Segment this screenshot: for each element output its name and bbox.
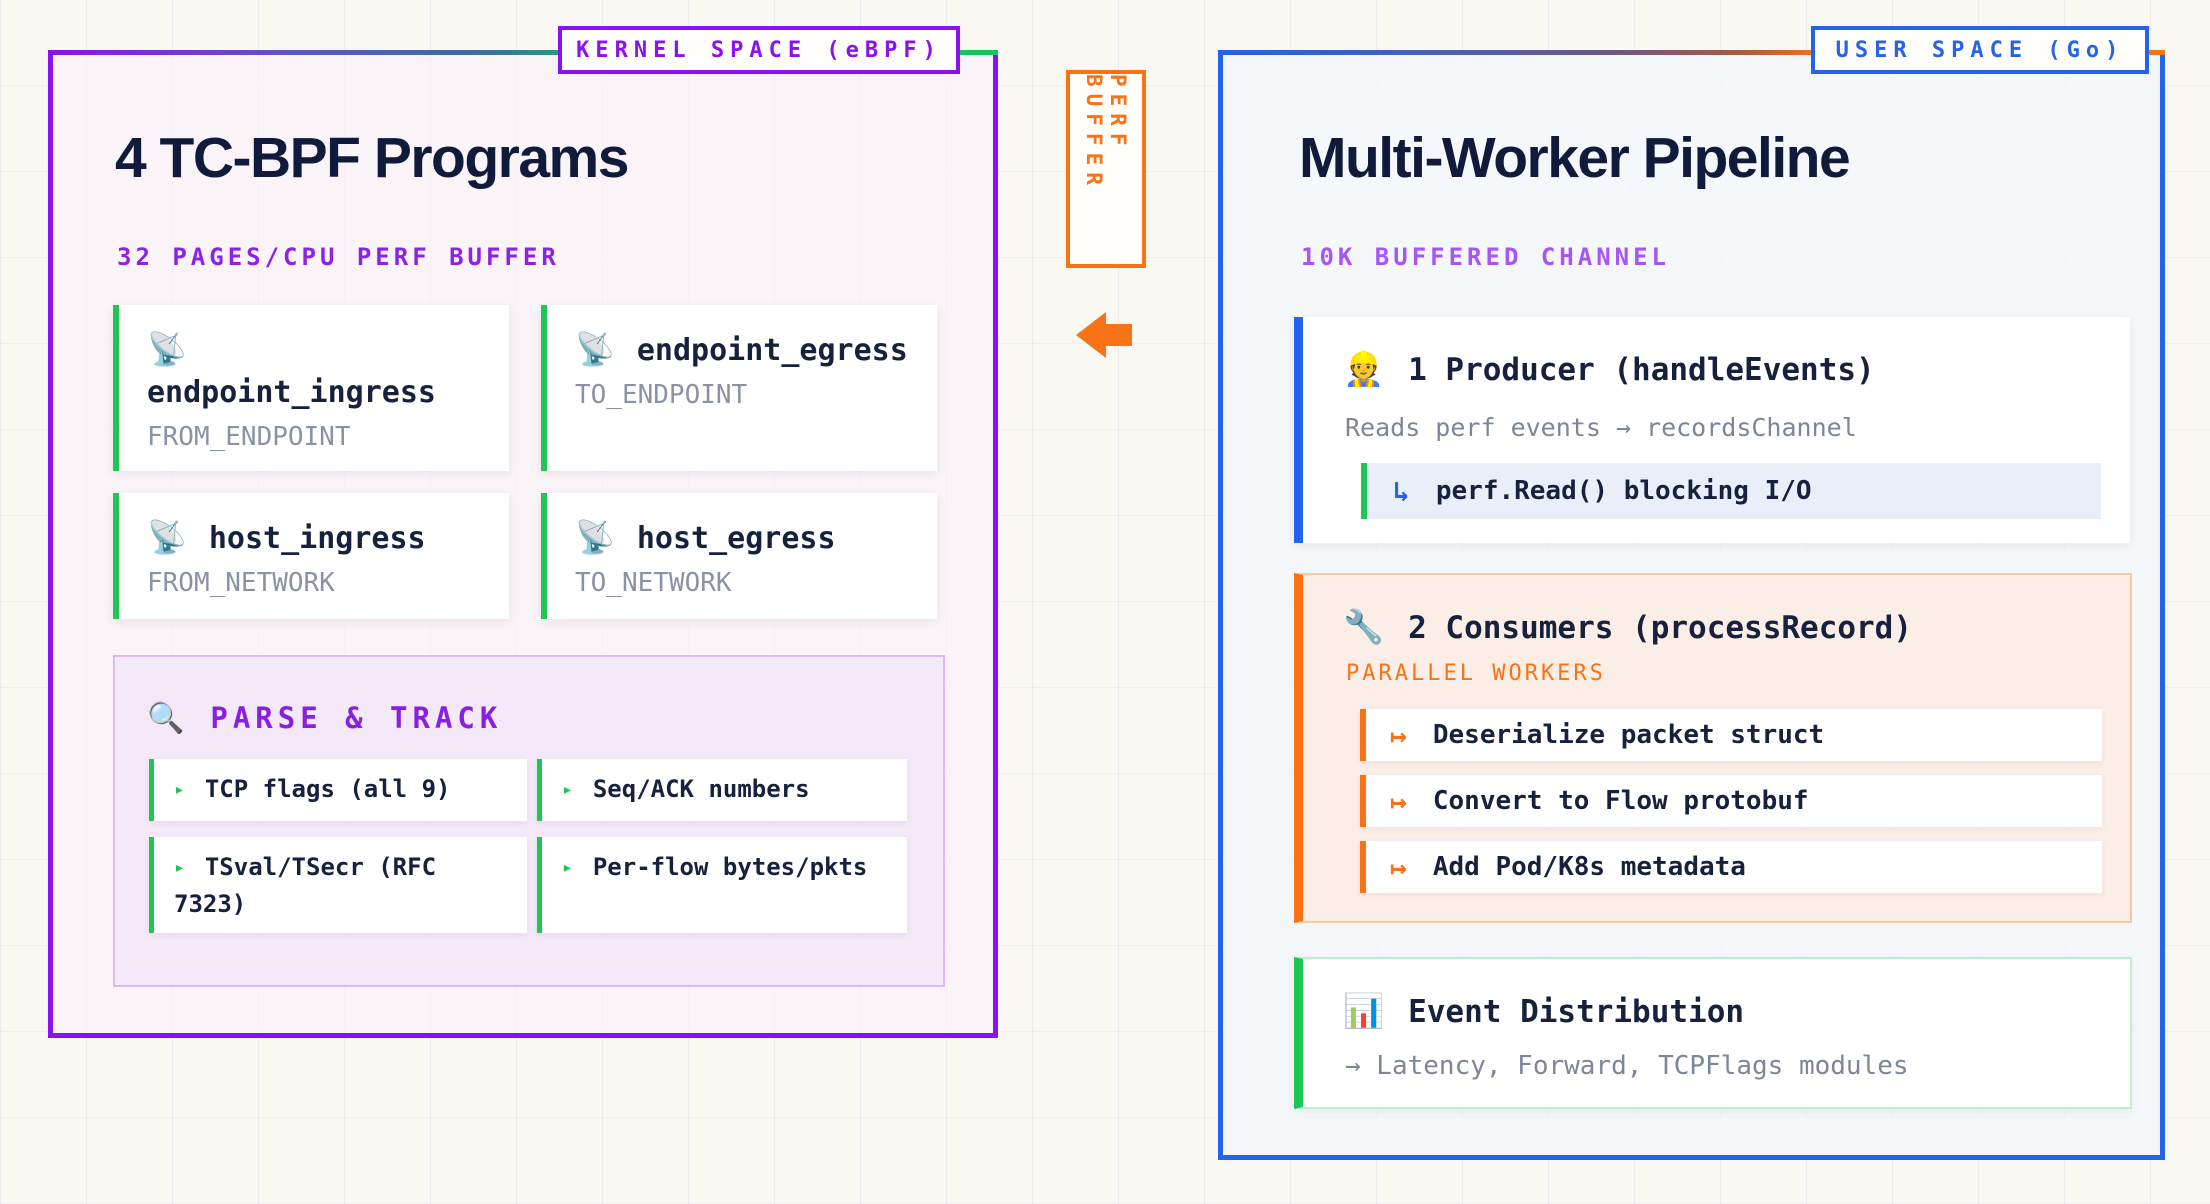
consumer-step-text: Deserialize packet struct: [1432, 720, 1825, 750]
parse-item-label: Per-flow bytes/pkts: [592, 853, 868, 881]
parse-item-tcp-flags: ▸ TCP flags (all 9): [149, 759, 527, 821]
parse-item-label: TCP flags (all 9): [204, 775, 451, 803]
user-subtitle: 10K BUFFERED CHANNEL: [1301, 243, 1670, 271]
program-title: 📡 host_egress: [575, 515, 913, 560]
event-distribution-card: 📊 Event Distribution → Latency, Forward, …: [1294, 957, 2132, 1109]
wrench-icon: 🔧: [1343, 607, 1385, 646]
parse-item-label: TSval/TSecr (RFC 7323): [174, 853, 437, 919]
consumer-step-metadata: ↦ Add Pod/K8s metadata: [1360, 841, 2102, 893]
program-card-host-ingress: 📡 host_ingress FROM_NETWORK: [113, 493, 509, 619]
maps-to-arrow-icon: ↦: [1390, 718, 1407, 752]
satellite-antenna-icon: 📡: [575, 330, 615, 368]
kernel-box-top-gradient: [48, 50, 998, 55]
kernel-space-box: KERNEL SPACE (eBPF) 4 TC-BPF Programs 32…: [48, 26, 998, 1038]
triangle-bullet-icon: ▸: [174, 779, 185, 800]
satellite-antenna-icon: 📡: [147, 330, 187, 368]
perf-buffer-label: PERF BUFFER: [1066, 70, 1146, 268]
kernel-title: 4 TC-BPF Programs: [115, 126, 629, 190]
producer-card: 👷 1 Producer (handleEvents) Reads perf ev…: [1294, 317, 2130, 543]
program-title: 📡 host_ingress: [147, 515, 485, 560]
maps-to-arrow-icon: ↦: [1390, 784, 1407, 818]
construction-worker-icon: 👷: [1343, 349, 1385, 388]
program-hook: TO_NETWORK: [575, 568, 732, 598]
consumer-step-text: Convert to Flow protobuf: [1432, 786, 1809, 816]
producer-detail-row: ↳ perf.Read() blocking I/O: [1361, 463, 2101, 519]
triangle-bullet-icon: ▸: [174, 857, 185, 878]
maps-to-arrow-icon: ↦: [1390, 850, 1407, 884]
arrow-tail: [1104, 324, 1132, 346]
consumers-card: 🔧 2 Consumers (processRecord) PARALLEL WO…: [1294, 573, 2132, 923]
arrow-head: [1076, 312, 1106, 358]
program-card-host-egress: 📡 host_egress TO_NETWORK: [541, 493, 937, 619]
user-title: Multi-Worker Pipeline: [1299, 126, 1851, 190]
producer-description: Reads perf events → recordsChannel: [1345, 413, 1857, 442]
kernel-space-badge: KERNEL SPACE (eBPF): [558, 26, 960, 74]
consumer-step-deserialize: ↦ Deserialize packet struct: [1360, 709, 2102, 761]
user-space-badge: USER SPACE (Go): [1811, 26, 2149, 74]
magnifier-icon: 🔍: [147, 701, 185, 736]
program-name: host_ingress: [208, 521, 426, 556]
triangle-bullet-icon: ▸: [562, 857, 573, 878]
user-space-box: USER SPACE (Go) Multi-Worker Pipeline 10…: [1218, 26, 2165, 1160]
producer-title: 1 Producer (handleEvents): [1408, 352, 1875, 388]
program-hook: FROM_ENDPOINT: [147, 422, 351, 452]
program-name: endpoint_egress: [636, 333, 908, 368]
distribution-title-row: 📊 Event Distribution: [1343, 991, 1744, 1031]
parse-track-panel: 🔍 PARSE & TRACK ▸ TCP flags (all 9) ▸ Seq/A…: [113, 655, 945, 987]
hooked-arrow-icon: ↳: [1393, 474, 1410, 508]
satellite-antenna-icon: 📡: [575, 518, 615, 556]
program-card-endpoint-ingress: 📡 endpoint_ingress FROM_ENDPOINT: [113, 305, 509, 471]
kernel-subtitle: 32 PAGES/CPU PERF BUFFER: [117, 243, 560, 271]
program-title: 📡 endpoint_egress: [575, 327, 913, 372]
program-name: host_egress: [636, 521, 836, 556]
parse-track-header: 🔍 PARSE & TRACK: [147, 701, 502, 736]
bar-chart-icon: 📊: [1343, 991, 1385, 1030]
consumers-subtitle: PARALLEL WORKERS: [1346, 661, 1606, 686]
parse-track-title: PARSE & TRACK: [210, 701, 503, 735]
program-hook: FROM_NETWORK: [147, 568, 335, 598]
user-box-top-gradient: [1218, 50, 2165, 55]
consumer-step-text: Add Pod/K8s metadata: [1432, 852, 1746, 882]
program-hook: TO_ENDPOINT: [575, 380, 748, 410]
producer-title-row: 👷 1 Producer (handleEvents): [1343, 349, 1875, 389]
parse-item-label: Seq/ACK numbers: [592, 775, 810, 803]
satellite-antenna-icon: 📡: [147, 518, 187, 556]
distribution-title: Event Distribution: [1408, 994, 1745, 1030]
parse-item-seq-ack: ▸ Seq/ACK numbers: [537, 759, 907, 821]
left-arrow-icon: [1076, 312, 1134, 358]
perf-buffer-text: PERF BUFFER: [1082, 74, 1130, 192]
parse-item-per-flow: ▸ Per-flow bytes/pkts: [537, 837, 907, 933]
consumers-title: 2 Consumers (processRecord): [1408, 610, 1913, 646]
consumer-step-convert: ↦ Convert to Flow protobuf: [1360, 775, 2102, 827]
program-card-endpoint-egress: 📡 endpoint_egress TO_ENDPOINT: [541, 305, 937, 471]
distribution-description: → Latency, Forward, TCPFlags modules: [1345, 1051, 1909, 1081]
consumers-title-row: 🔧 2 Consumers (processRecord): [1343, 607, 1912, 647]
parse-item-tsval: ▸TSval/TSecr (RFC 7323): [149, 837, 527, 933]
producer-detail-text: perf.Read() blocking I/O: [1435, 476, 1812, 506]
program-name: endpoint_ingress: [147, 375, 436, 410]
triangle-bullet-icon: ▸: [562, 779, 573, 800]
program-title: 📡 endpoint_ingress: [147, 327, 485, 414]
